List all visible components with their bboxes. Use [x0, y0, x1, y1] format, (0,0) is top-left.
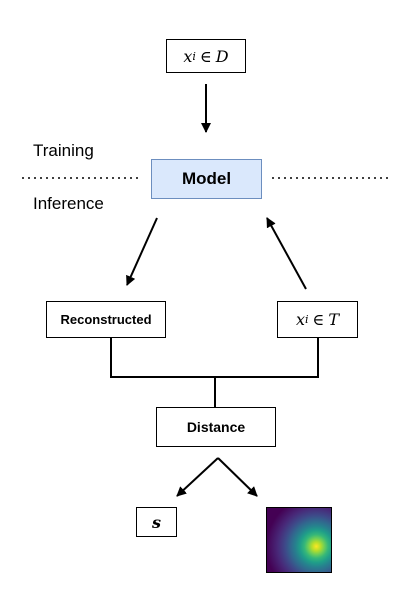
model-label: Model [181, 169, 232, 188]
model-node: Model [151, 159, 262, 199]
input-subscript: i [192, 49, 196, 63]
test-set: T [328, 310, 340, 329]
arrow-distance-to-heatmap [217, 457, 258, 497]
test-var: x [295, 310, 305, 329]
arrow-distance-to-score [176, 457, 219, 497]
training-label: Training [33, 141, 94, 160]
test-relation: ∈ [312, 310, 325, 329]
arrow-test-to-model [266, 217, 307, 290]
reconstructed-label: Reconstructed [60, 312, 152, 327]
distance-node: Distance [156, 407, 276, 447]
distance-label: Distance [186, 419, 246, 435]
input-set: D [215, 46, 229, 66]
score-label: s [151, 512, 161, 532]
anomaly-heatmap-image [266, 507, 332, 573]
reconstructed-node: Reconstructed [46, 301, 166, 338]
arrow-model-to-reconstructed [126, 217, 158, 286]
score-node: s [136, 507, 177, 537]
input-relation: ∈ [199, 46, 212, 66]
inference-label: Inference [33, 194, 104, 213]
input-var: x [183, 46, 193, 66]
test-subscript: i [304, 313, 309, 326]
connector-reconstructed-to-merge [110, 338, 319, 378]
